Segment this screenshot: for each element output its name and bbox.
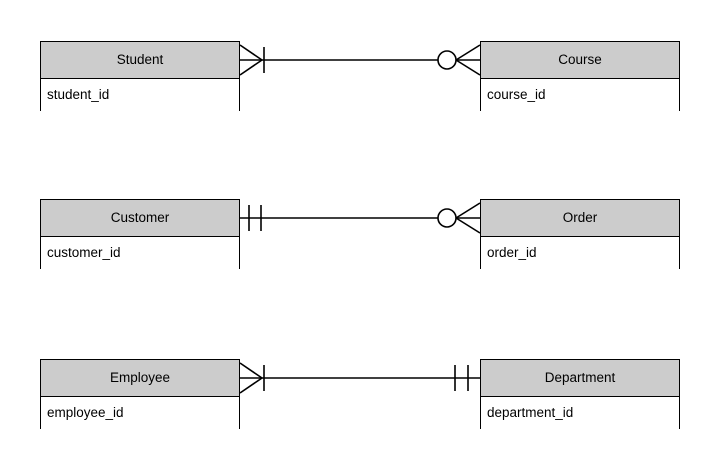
entity-order[interactable]: Order order_id (480, 199, 680, 269)
entity-student[interactable]: Student student_id (40, 41, 240, 111)
entity-department-attribute: department_id (481, 397, 679, 429)
cardinality-crowsfoot-bar-employee (239, 362, 265, 394)
entity-department-title: Department (481, 360, 679, 397)
entity-customer-title: Customer (41, 200, 239, 237)
entity-customer[interactable]: Customer customer_id (40, 199, 240, 269)
entity-employee[interactable]: Employee employee_id (40, 359, 240, 429)
entity-student-attribute: student_id (41, 79, 239, 111)
entity-customer-attribute: customer_id (41, 237, 239, 269)
entity-student-title: Student (41, 42, 239, 79)
cardinality-circle-crowsfoot-course (437, 44, 481, 76)
entity-department[interactable]: Department department_id (480, 359, 680, 429)
cardinality-double-bar-department (454, 365, 469, 391)
entity-course-attribute: course_id (481, 79, 679, 111)
entity-order-attribute: order_id (481, 237, 679, 269)
cardinality-crowsfoot-bar-student (239, 44, 265, 76)
entity-course[interactable]: Course course_id (480, 41, 680, 111)
relationship-student-course (239, 44, 481, 76)
entity-order-title: Order (481, 200, 679, 237)
entity-course-title: Course (481, 42, 679, 79)
cardinality-circle-crowsfoot-order (437, 202, 481, 234)
relationship-customer-order (240, 202, 481, 234)
entity-employee-attribute: employee_id (41, 397, 239, 429)
cardinality-double-bar-customer (248, 205, 262, 231)
entity-employee-title: Employee (41, 360, 239, 397)
relationship-employee-department (239, 362, 480, 394)
